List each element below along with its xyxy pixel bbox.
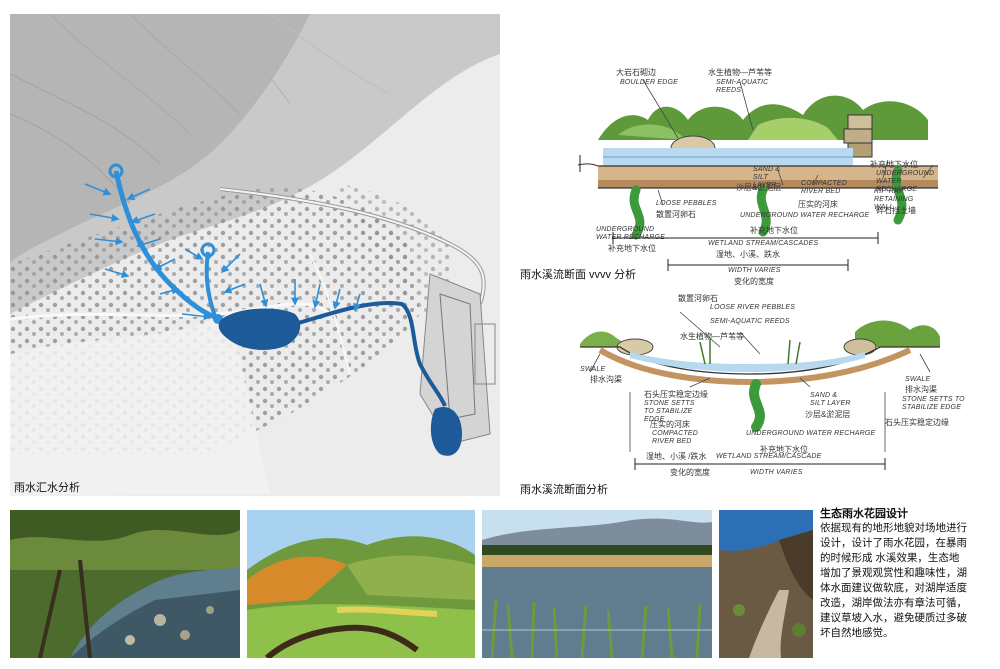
- label-wetland-cn: 湿地、小溪、跌水: [716, 250, 780, 259]
- description-line: 改造，湖岸做法亦有章法可循，: [820, 597, 967, 609]
- photo-hills: [247, 510, 475, 658]
- watershed-map-panel: 雨水汇水分析: [10, 14, 500, 496]
- s2-label-uwr-en: UNDERGROUND WATER RECHARGE: [746, 430, 876, 437]
- description-body: 依据现有的地形地貌对场地进行 设计，设计了雨水花园，在暴雨 的时候形成 水溪效果…: [820, 521, 995, 641]
- label-boulder-cn: 大岩石砌边: [616, 68, 656, 77]
- s2-label-wetland-cn: 湿地、小溪 /跌水: [646, 452, 707, 461]
- label-uwr-mid-cn: 补充地下水位: [750, 226, 798, 235]
- label-aquatic-cn: 水生植物—芦苇等: [708, 68, 772, 77]
- section-1-panel: 大岩石砌边 BOULDER EDGE 水生植物—芦苇等 SEMI-AQUATIC…: [518, 60, 960, 300]
- label-uwr-right-cn: 补充地下水位: [870, 160, 918, 169]
- label-compacted-cn: 压实的河床: [798, 200, 838, 209]
- s2-label-pebbles-cn: 散置河卵石: [678, 294, 718, 303]
- section-2-panel: 散置河卵石 LOOSE RIVER PEBBLES SEMI-AQUATIC R…: [560, 292, 980, 482]
- map-caption: 雨水汇水分析: [14, 482, 80, 494]
- s2-label-swale-right-cn: 排水沟渠: [905, 385, 937, 394]
- description-line: 设计，设计了雨水花园，在暴雨: [820, 537, 967, 549]
- description-line: 依据现有的地形地貌对场地进行: [820, 522, 967, 534]
- label-uwr-left-en: UNDERGROUND WATER RECHARGE: [596, 226, 666, 241]
- section-1-sketch: [577, 79, 938, 271]
- description-line: 坏自然地感觉。: [820, 627, 894, 639]
- label-uwr-left-cn: 补充地下水位: [608, 244, 656, 253]
- label-riprap-en: RIP-RAP RETAINING WALL: [874, 188, 914, 211]
- label-boulder-en: BOULDER EDGE: [620, 79, 679, 86]
- label-uwr-right-en: UNDERGROUND WATER RECHARGE: [876, 170, 935, 193]
- s2-label-wetland-en: WETLAND STREAM/CASCADE: [716, 453, 822, 460]
- s2-label-sandsilt-cn: 沙层&淤泥层: [805, 410, 851, 419]
- s2-label-stone-left-cn: 石头压实稳定边缘: [644, 390, 708, 399]
- description-line: 增加了景观观赏性和趣味性，湖: [820, 567, 967, 579]
- label-loose-en: LOOSE PEBBLES: [656, 200, 717, 207]
- description-title: 生态雨水花园设计: [820, 508, 908, 520]
- s2-label-uwr-cn: 补充地下水位: [760, 445, 808, 454]
- label-wetland-en: WETLAND STREAM/CASCADES: [708, 240, 819, 247]
- label-sandsilt-cn: 沙层&淤泥层: [736, 183, 782, 192]
- description-block: 生态雨水花园设计 依据现有的地形地貌对场地进行 设计，设计了雨水花园，在暴雨 的…: [820, 505, 995, 641]
- s2-label-swale-right-en: SWALE: [905, 376, 931, 383]
- section-2-caption: 雨水溪流断面分析: [520, 484, 608, 496]
- s2-label-width-en: WIDTH VARIES: [750, 469, 803, 476]
- section-2-sketch: [580, 311, 940, 470]
- description-line: 的时候形成 水溪效果，生态地: [820, 552, 960, 564]
- s2-label-reeds-en: SEMI-AQUATIC REEDS: [710, 318, 790, 325]
- label-compacted-en: COMPACTED RIVER BED: [801, 180, 848, 195]
- photo-wetland: [482, 510, 712, 658]
- s2-label-compacted-en: COMPACTED RIVER BED: [652, 430, 699, 445]
- s2-label-width-cn: 变化的宽度: [670, 468, 710, 477]
- label-width-en: WIDTH VARIES: [728, 267, 781, 274]
- description-line: 体水面建议做软底，对湖岸适度: [820, 582, 967, 594]
- description-line: 建议草坡入水，避免硬质过多破: [820, 612, 967, 624]
- s2-label-swale-left-en: SWALE: [580, 366, 606, 373]
- label-aquatic-en: SEMI-AQUATIC REEDS: [716, 79, 769, 94]
- s2-label-pebbles-en: LOOSE RIVER PEBBLES: [710, 304, 796, 311]
- s2-label-stone-left-en: STONE SETTS TO STABILIZE EDGE: [644, 400, 695, 423]
- s2-label-sandsilt-en: SAND & SILT LAYER: [810, 392, 851, 407]
- s2-label-reeds-cn: 水生植物—芦苇等: [680, 332, 744, 341]
- label-sandsilt-en: SAND & SILT LAYER: [753, 166, 781, 189]
- label-riprap-cn: 碎石挡土墙: [876, 206, 916, 215]
- photo-dry-creek: [719, 510, 813, 658]
- label-width-cn: 变化的宽度: [734, 277, 774, 286]
- s2-label-stone-right-cn: 石头压实稳定边缘: [885, 418, 949, 427]
- s2-label-stone-right-en: STONE SETTS TO STABILIZE EDGE: [902, 396, 965, 411]
- section-1-caption: 雨水溪流断面 vvvv 分析: [520, 269, 637, 281]
- s2-label-swale-left-cn: 排水沟渠: [590, 375, 622, 384]
- photo-stream: [10, 510, 240, 658]
- s2-label-compacted-cn: 压实的河床: [650, 420, 690, 429]
- watershed-map: [10, 14, 500, 496]
- label-uwr-mid-en: UNDERGROUND WATER RECHARGE: [740, 212, 870, 219]
- label-loose-cn: 散置河卵石: [656, 210, 696, 219]
